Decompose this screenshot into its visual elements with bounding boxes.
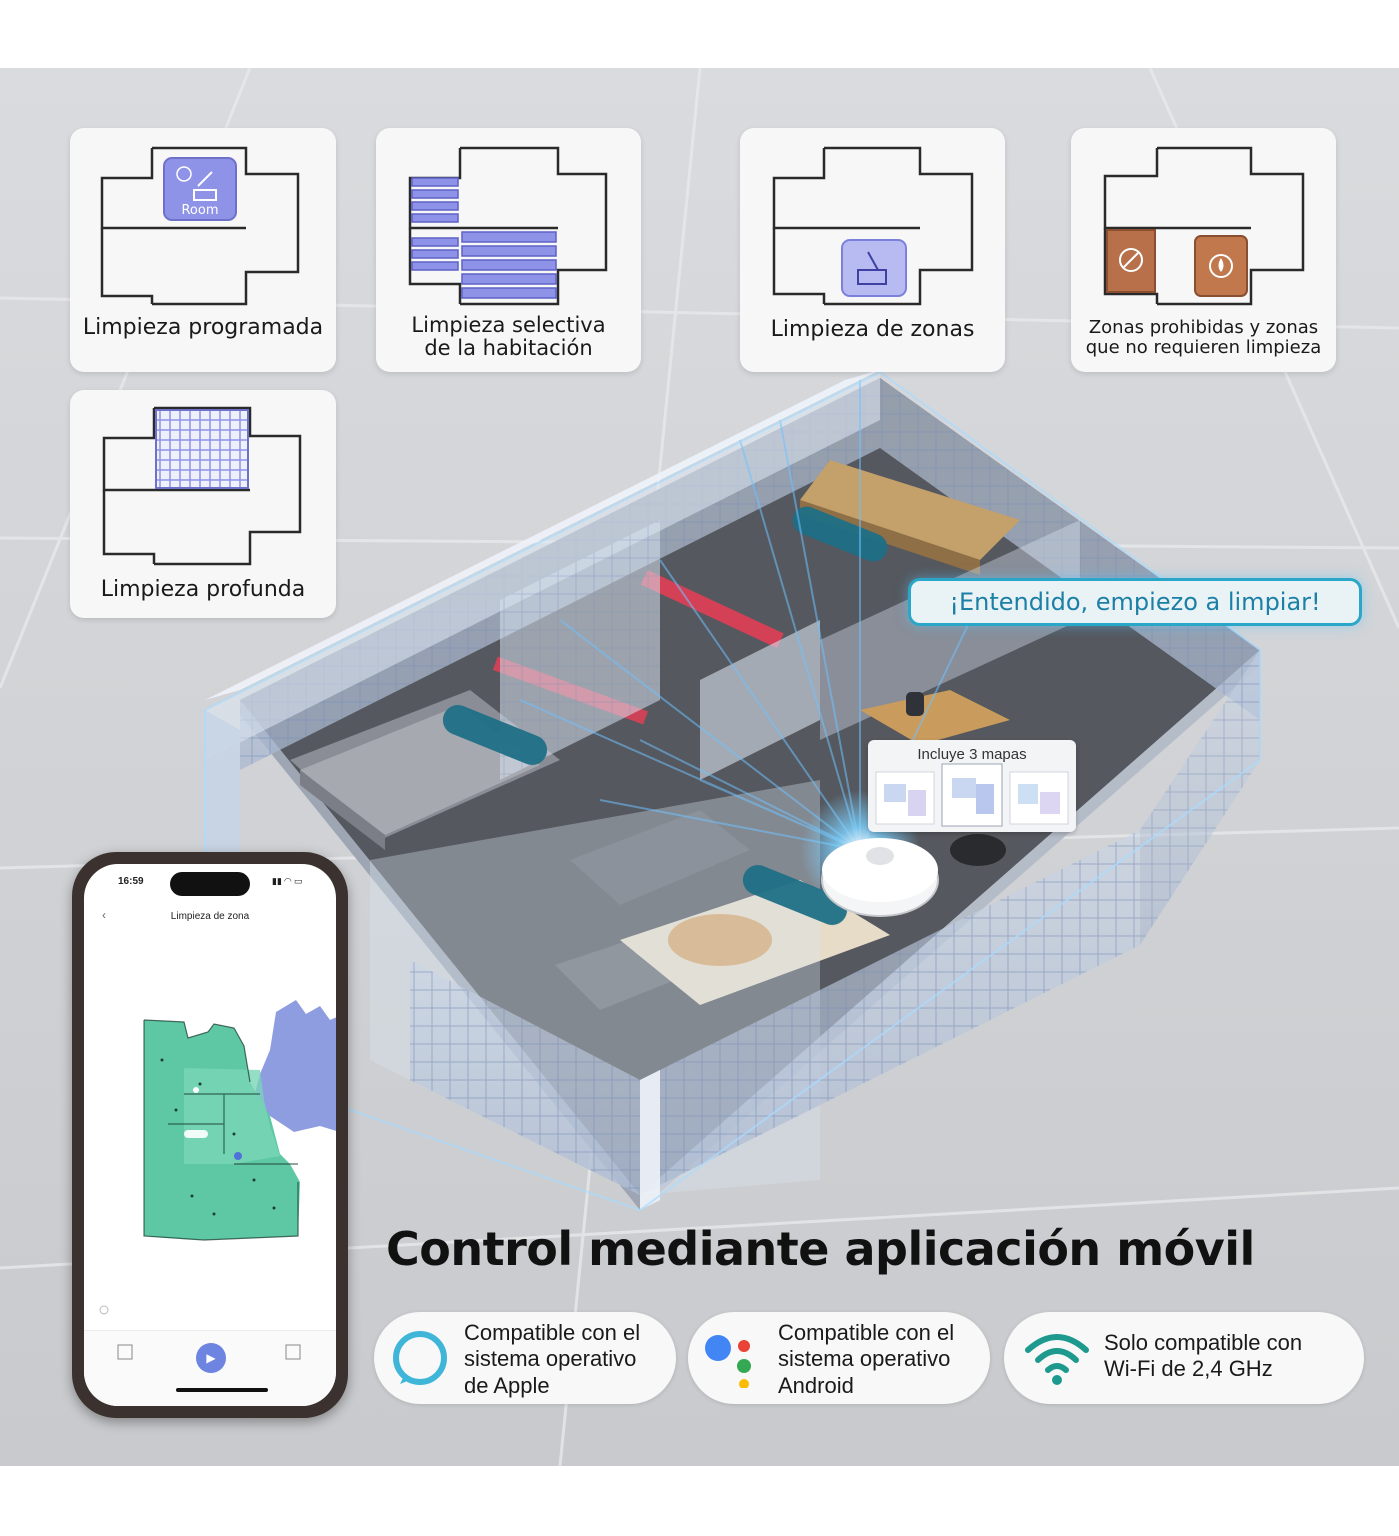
room-badge-text: Room [181, 203, 218, 218]
compat-line: sistema operativo [778, 1346, 951, 1372]
compat-line: Android [778, 1372, 854, 1398]
compat-line: Compatible con el [464, 1320, 641, 1345]
feature-card-deep-clean: Limpieza profunda [70, 390, 336, 618]
feature-label-line: de la habitación [424, 336, 593, 361]
map-thumbnails [875, 763, 1069, 827]
speech-bubble: ¡Entendido, empiezo a limpiar! [908, 578, 1362, 626]
wifi-icon [1025, 1334, 1089, 1385]
tab-right[interactable] [268, 1341, 318, 1381]
feature-label: Limpieza profunda [100, 577, 306, 602]
tab-left[interactable] [100, 1341, 150, 1381]
compat-line: Wi-Fi de 2,4 GHz [1104, 1356, 1273, 1382]
alexa-ring-icon [393, 1331, 447, 1385]
maps-card: Incluye 3 mapas [868, 740, 1076, 832]
feature-label-line: Zonas prohibidas y zonas [1088, 317, 1319, 338]
feature-label-line: que no requieren limpieza [1085, 336, 1322, 358]
feature-card-forbidden-zones: Zonas prohibidas y zonas que no requiere… [1071, 128, 1336, 372]
compat-text: Compatible con el sistema operativo Andr… [778, 1320, 954, 1399]
floorplan-room-icon: Room [100, 146, 300, 306]
floorplan-deep-clean-icon [102, 406, 302, 566]
cleaning-map[interactable] [84, 864, 336, 1330]
floorplan-zone-icon [772, 146, 974, 306]
compat-pill-wifi: Solo compatible con Wi-Fi de 2,4 GHz [1004, 1312, 1364, 1404]
bottom-tab-bar: ▶ [84, 1330, 336, 1406]
compat-text: Compatible con el sistema operativo de A… [464, 1320, 640, 1399]
maps-card-title: Incluye 3 mapas [917, 746, 1027, 763]
phone-screen: 16:59 ▮▮ ◠ ▭ ‹ Limpieza de zona [84, 864, 336, 1406]
tab-icons [117, 1344, 301, 1360]
floorplan-forbidden-icon [1103, 146, 1305, 306]
feature-card-zones: Limpieza de zonas [740, 128, 1005, 372]
feature-label: Limpieza de zonas [770, 317, 975, 342]
feature-label: Limpieza programada [82, 315, 324, 340]
compat-pill-apple: Compatible con el sistema operativo de A… [374, 1312, 676, 1404]
feature-label: Limpieza selectiva de la habitación [376, 313, 641, 361]
status-time: 16:59 [118, 876, 144, 887]
home-indicator [176, 1388, 268, 1392]
compat-line: Compatible con el [778, 1320, 955, 1345]
phone-mockup: 16:59 ▮▮ ◠ ▭ ‹ Limpieza de zona [72, 852, 348, 1418]
back-chevron-icon[interactable]: ‹ [102, 908, 106, 922]
screen-title: Limpieza de zona [170, 911, 250, 922]
compat-line: sistema operativo [464, 1346, 637, 1372]
compat-pill-android: Compatible con el sistema operativo Andr… [688, 1312, 990, 1404]
headline: Control mediante aplicación móvil [386, 1222, 1255, 1276]
feature-card-selective-room: Limpieza selectiva de la habitación [376, 128, 641, 372]
mode-chip [442, 506, 888, 925]
dynamic-island [170, 872, 250, 896]
feature-label: Zonas prohibidas y zonas que no requiere… [1071, 318, 1336, 358]
floorplan-selective-icon [408, 146, 608, 306]
feature-card-scheduled: Room Limpieza programada [70, 128, 336, 372]
feature-label-line: Limpieza selectiva [411, 313, 606, 337]
compat-text: Solo compatible con Wi-Fi de 2,4 GHz [1104, 1330, 1302, 1383]
compat-line: de Apple [464, 1372, 550, 1398]
compat-line: Solo compatible con [1104, 1330, 1303, 1355]
status-icons: ▮▮ ◠ ▭ [272, 876, 303, 886]
google-assistant-icon [705, 1335, 751, 1388]
play-button[interactable]: ▶ [196, 1343, 226, 1373]
